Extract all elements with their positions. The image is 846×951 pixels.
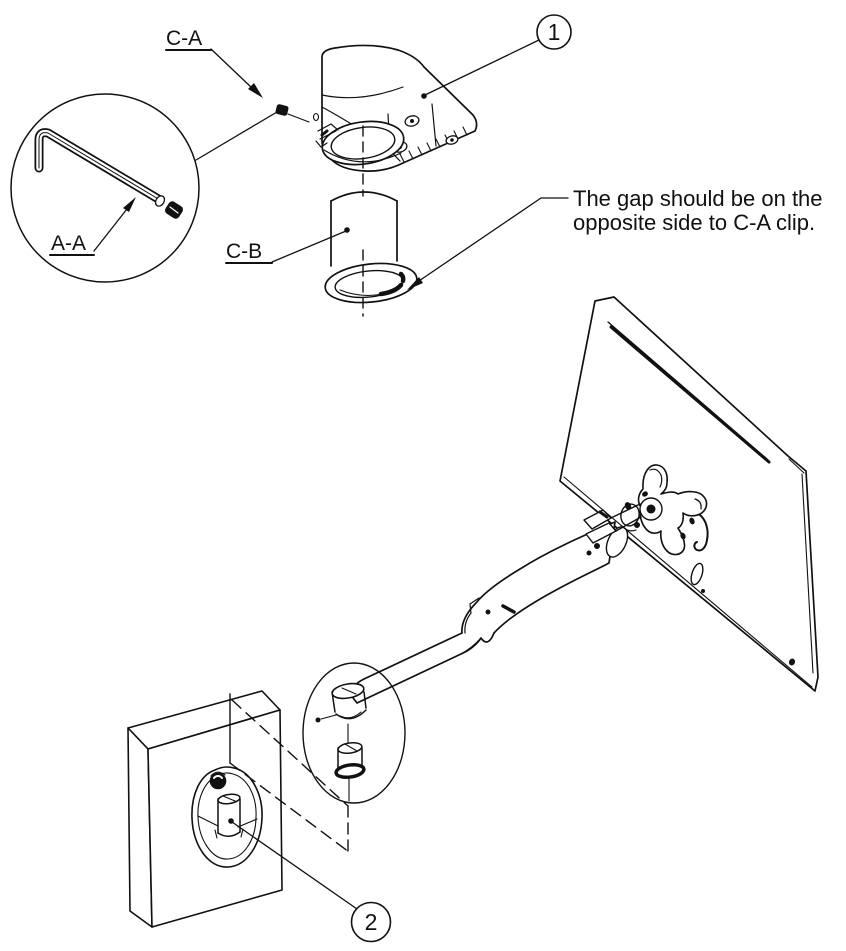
- gap-note-leader: [407, 197, 569, 290]
- vesa-plate: [637, 464, 709, 556]
- allen-key-detail: [10, 93, 278, 283]
- callout-2: [228, 818, 392, 943]
- arm-head: [312, 44, 478, 197]
- label-aa: A-A: [51, 232, 86, 255]
- clip-ca: [275, 104, 310, 123]
- callout-2-circle: [350, 901, 392, 943]
- socket-inner: [330, 126, 396, 160]
- label-ca-leader: [165, 48, 263, 98]
- bushing-cb: [324, 191, 418, 317]
- detail-circle: [10, 93, 200, 283]
- collar-gap: [378, 282, 404, 297]
- arm-monitor-joint: [583, 491, 663, 558]
- arm-bushing: [334, 723, 366, 802]
- gap-note-line1: The gap should be on the: [573, 186, 823, 211]
- bracket-post: [214, 793, 244, 839]
- detail-leader-line: [195, 111, 278, 161]
- set-screw-dot: [315, 717, 321, 723]
- label-cb-leader: [225, 227, 350, 264]
- arm-end-post: [315, 682, 367, 723]
- vesa-hook: [693, 514, 709, 552]
- gap-note-line2: opposite side to C-A clip.: [573, 210, 815, 235]
- wall-bracket: [191, 766, 263, 868]
- projection-lines: [229, 693, 350, 853]
- callout-1: [421, 14, 572, 99]
- label-ca: C-A: [166, 27, 202, 50]
- callout-1-circle: [536, 14, 572, 50]
- cable-hole: [690, 562, 704, 586]
- callout-1-number: 1: [548, 19, 561, 45]
- label-cb: C-B: [226, 240, 262, 263]
- label-aa-leader: [49, 197, 136, 256]
- allen-key: [34, 128, 183, 219]
- callout-2-number: 2: [365, 909, 378, 935]
- detail-ellipse: [302, 662, 406, 804]
